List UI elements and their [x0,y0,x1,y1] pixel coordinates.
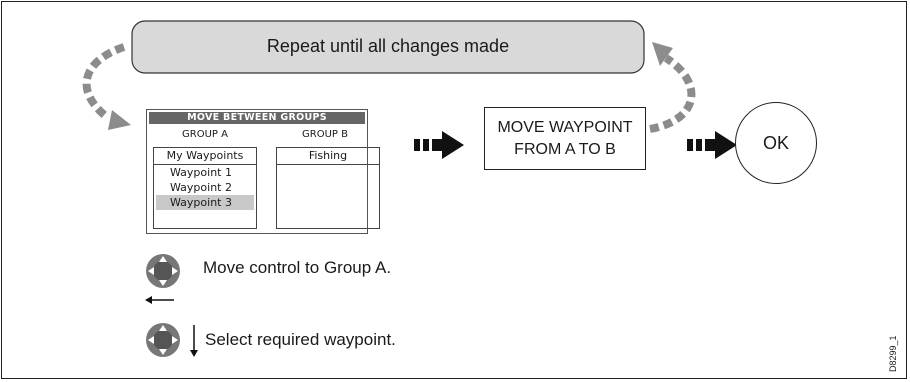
step-2-text: Select required waypoint. [205,330,396,349]
action-box: MOVE WAYPOINT FROM A TO B [484,107,646,170]
flow-arrow-1 [414,131,464,159]
group-a-list-header: My Waypoints [154,148,256,165]
list-item-selected: Waypoint 3 [156,195,254,210]
loop-arrow-left [82,43,131,130]
move-between-groups-screen: MOVE BETWEEN GROUPS GROUP A GROUP B My W… [146,109,380,234]
banner-pill [131,20,645,74]
group-a-list: My Waypoints Waypoint 1 Waypoint 2 Waypo… [153,147,257,229]
action-line-2: FROM A TO B [514,141,616,158]
list-item: Waypoint 2 [170,181,232,194]
action-line-1: MOVE WAYPOINT [497,119,633,136]
left-arrow-icon [145,296,174,304]
list-item: Waypoint 1 [170,166,232,179]
group-b-list: Fishing [276,147,380,229]
group-b-list-header: Fishing [277,148,379,165]
trackpad-icon [146,323,180,357]
down-arrow-icon [190,325,198,357]
flow-arrow-2 [687,131,737,159]
group-b-heading: GROUP B [302,129,348,140]
reference-code: D8299_1 [888,335,898,372]
screen-title: MOVE BETWEEN GROUPS [149,112,365,124]
banner-text: Repeat until all changes made [266,36,510,56]
loop-arrow-right [649,42,696,133]
trackpad-icon [146,254,180,288]
ok-circle: OK [735,102,817,184]
group-a-heading: GROUP A [182,129,228,140]
step-1-text: Move control to Group A. [203,258,392,277]
